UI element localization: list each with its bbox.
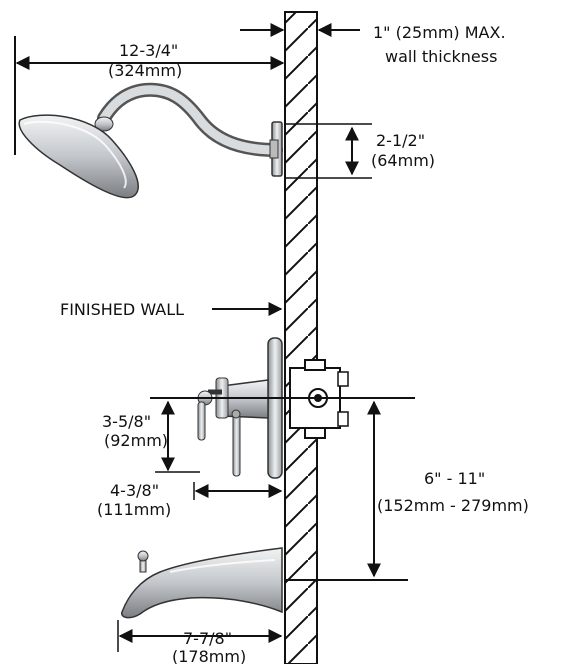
spout-reach-mm-label: (178mm)	[172, 647, 246, 664]
valve-height-dimension	[155, 400, 200, 473]
valve-to-spout-label: 6" - 11"	[424, 469, 485, 488]
valve-depth-mm-label: (111mm)	[97, 500, 171, 519]
valve-trim	[197, 337, 283, 479]
shower-reach-dimension	[14, 36, 285, 155]
valve-height-mm-label: (92mm)	[104, 431, 168, 450]
valve-depth-dimension	[193, 482, 283, 500]
valve-to-spout-dimension	[285, 400, 408, 581]
finished-wall	[284, 11, 318, 665]
shower-reach-mm-label: (324mm)	[108, 61, 182, 80]
shower-head	[18, 82, 283, 199]
spout-reach-label: 7-7/8"	[183, 629, 232, 648]
arm-height-label: 2-1/2"	[376, 131, 425, 150]
shower-reach-label: 12-3/4"	[119, 41, 178, 60]
arm-height-dimension	[285, 123, 372, 179]
finished-wall-label: FINISHED WALL	[60, 300, 184, 319]
valve-depth-label: 4-3/8"	[110, 481, 159, 500]
wall-thickness-label-2: wall thickness	[385, 47, 497, 66]
tub-spout	[121, 547, 283, 619]
arm-height-mm-label: (64mm)	[371, 151, 435, 170]
valve-to-spout-mm-label: (152mm - 279mm)	[377, 496, 529, 515]
spout-reach-dimension	[117, 620, 283, 652]
valve-height-label: 3-5/8"	[102, 412, 151, 431]
wall-thickness-label-1: 1" (25mm) MAX.	[373, 23, 506, 42]
